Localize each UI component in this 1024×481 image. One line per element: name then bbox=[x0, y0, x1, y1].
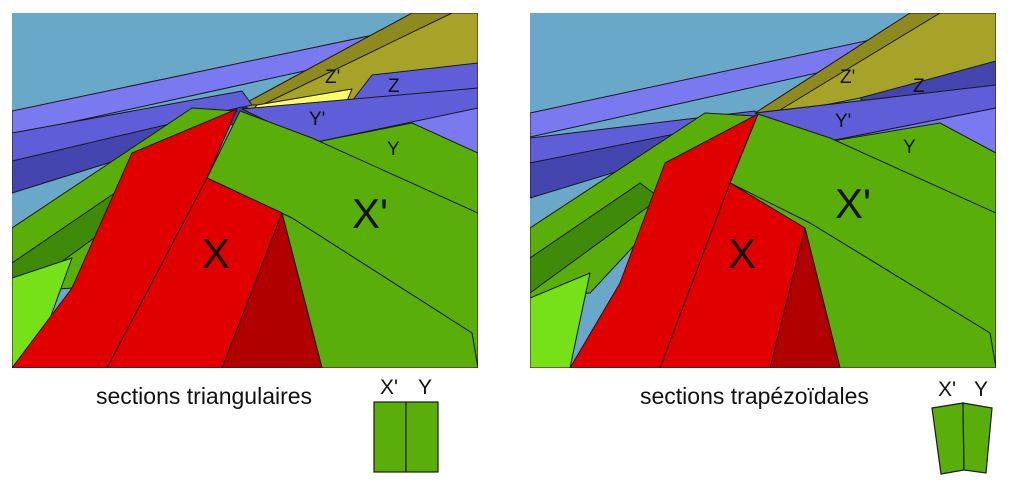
section-x-prime bbox=[373, 401, 407, 473]
section-label-y: Y bbox=[418, 376, 432, 399]
section-label-x-prime: X' bbox=[938, 378, 956, 401]
red-rafter-dark-face bbox=[769, 227, 841, 368]
label-y-prime: Y' bbox=[835, 111, 851, 132]
red-rafter-left-face bbox=[12, 108, 238, 368]
label-x: X bbox=[202, 230, 230, 277]
section-y bbox=[962, 402, 993, 474]
roof-beam-olive-dark bbox=[241, 13, 453, 106]
label-z-prime: Z' bbox=[325, 67, 340, 88]
label-y: Y bbox=[387, 139, 400, 160]
label-z: Z bbox=[913, 76, 925, 97]
trapezoidal-sections-render: X X' Y Y' Z Z' bbox=[530, 13, 996, 368]
triangular-sections-render: X X' Y Y' Z Z' bbox=[12, 13, 478, 368]
section-label-y: Y bbox=[974, 378, 988, 401]
label-y: Y bbox=[903, 137, 916, 158]
trapezoidal-section-diagram: X' Y bbox=[931, 378, 993, 475]
label-z-prime: Z' bbox=[840, 67, 855, 88]
ground-green-light bbox=[12, 257, 73, 368]
label-x-prime: X' bbox=[835, 180, 871, 227]
label-x-prime: X' bbox=[352, 190, 388, 237]
caption-trapezoidal: sections trapézoïdales bbox=[640, 383, 869, 409]
red-rafter-dark-face bbox=[221, 212, 323, 368]
label-x: X bbox=[728, 230, 756, 277]
section-label-x-prime: X' bbox=[380, 376, 398, 399]
section-y bbox=[405, 401, 439, 473]
label-z: Z bbox=[388, 76, 400, 97]
ground-green-light bbox=[530, 272, 591, 368]
caption-triangular: sections triangulaires bbox=[96, 383, 313, 409]
section-x-prime bbox=[931, 402, 965, 475]
triangular-section-diagram: X' Y bbox=[373, 376, 439, 473]
red-rafter-left-face bbox=[569, 113, 759, 368]
label-y-prime: Y' bbox=[309, 109, 325, 130]
